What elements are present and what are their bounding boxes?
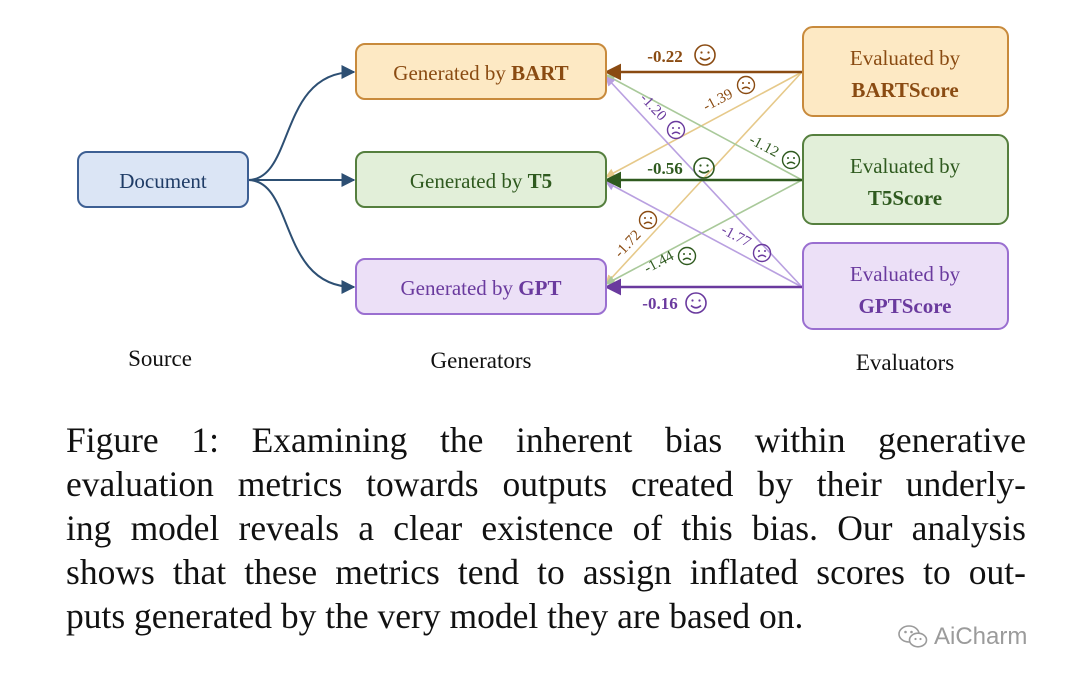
caption-line: Figure 1: Examining the inherent bias wi… — [66, 420, 1026, 460]
document-label: Document — [119, 169, 207, 193]
caption-line: puts generated by the very model they ar… — [66, 596, 804, 636]
sad-face-icon — [638, 210, 658, 230]
figure-caption: Figure 1: Examining the inherent bias wi… — [66, 418, 1026, 638]
sad-face-icon — [677, 246, 697, 266]
evaluators-column-label: Evaluators — [856, 350, 954, 375]
wechat-icon — [898, 625, 928, 648]
caption-line: evaluation metrics towards outputs creat… — [66, 464, 1026, 504]
sad-face-icon — [666, 120, 686, 140]
source-arrows — [247, 65, 356, 294]
svg-text:Generated by GPT: Generated by GPT — [401, 276, 562, 300]
arrow-document-to-gpt — [247, 179, 356, 294]
evaluator-t5score-node: Evaluated by T5Score — [802, 134, 1009, 225]
sad-face-icon — [736, 75, 756, 95]
line-gptscore-to-t5 — [605, 181, 803, 288]
line-gptscore-to-bart — [605, 76, 803, 288]
evaluator-gptscore-node: Evaluated by GPTScore — [802, 242, 1009, 330]
sad-face-icon — [752, 243, 772, 263]
evaluator-bartscore-line2: BARTScore — [851, 78, 958, 102]
caption-line: shows that these metrics tend to assign … — [66, 552, 1026, 592]
line-t5score-to-bart — [605, 74, 803, 181]
evaluator-gptscore-line1: Evaluated by — [850, 262, 961, 286]
smiley-icon — [694, 44, 716, 66]
source-column-label: Source — [128, 346, 192, 371]
score-t5-t5: -0.56 — [647, 159, 682, 178]
generator-gpt-prefix: Generated by — [401, 276, 519, 300]
score-t5-bart: -1.12 — [746, 132, 781, 161]
arrow-document-to-bart — [247, 65, 356, 181]
score-gpt-gpt: -0.16 — [642, 294, 677, 313]
svg-text:Generated by BART: Generated by BART — [393, 61, 568, 85]
generator-gpt-model: GPT — [518, 276, 561, 300]
generator-bart-model: BART — [511, 61, 569, 85]
generator-bart-prefix: Generated by — [393, 61, 511, 85]
score-gpt-t5: -1.77 — [718, 222, 754, 251]
evaluator-gptscore-line2: GPTScore — [859, 294, 952, 318]
score-bart-gpt: -1.72 — [612, 227, 645, 261]
generator-gpt-node: Generated by GPT — [355, 258, 607, 315]
svg-text:Generated by T5: Generated by T5 — [410, 169, 552, 193]
smiley-icon — [693, 157, 715, 179]
score-gpt-bart: -1.20 — [636, 90, 669, 124]
evaluator-bartscore-line1: Evaluated by — [850, 46, 961, 70]
watermark-text: AiCharm — [934, 623, 1028, 650]
generator-t5-node: Generated by T5 — [355, 151, 607, 208]
line-t5score-to-gpt — [605, 179, 803, 285]
document-node: Document — [77, 151, 249, 208]
smiley-icon — [685, 292, 707, 314]
score-bart-bart: -0.22 — [647, 47, 682, 66]
evaluator-bartscore-node: Evaluated by BARTScore — [802, 26, 1009, 117]
caption-line: ing model reveals a clear existence of t… — [66, 508, 1026, 548]
generators-column-label: Generators — [431, 348, 532, 373]
generator-bart-node: Generated by BART — [355, 43, 607, 100]
sad-face-icon — [781, 150, 801, 170]
generator-t5-model: T5 — [528, 169, 553, 193]
score-t5-gpt: -1.44 — [642, 248, 678, 277]
generator-t5-prefix: Generated by — [410, 169, 528, 193]
line-bartscore-to-t5 — [605, 71, 803, 178]
evaluator-t5score-line2: T5Score — [868, 186, 942, 210]
watermark: AiCharm — [898, 622, 1027, 652]
self-lines — [604, 63, 802, 296]
evaluator-t5score-line1: Evaluated by — [850, 154, 961, 178]
